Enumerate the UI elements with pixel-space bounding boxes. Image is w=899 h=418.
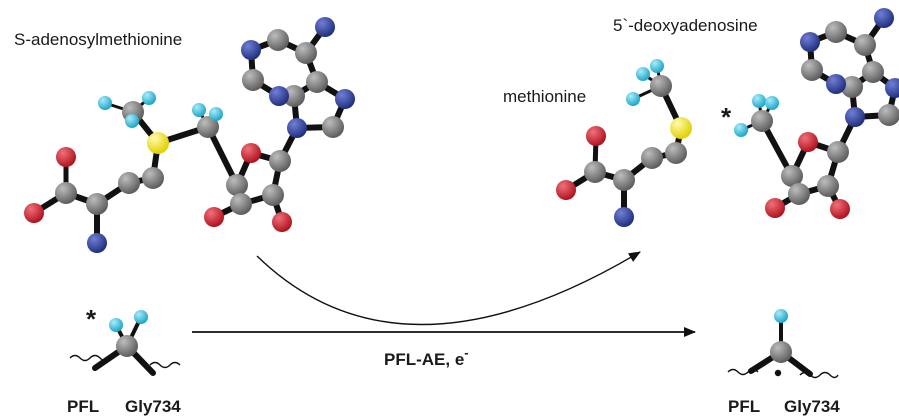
hydrogen-atom <box>650 59 664 73</box>
carbon-atom <box>827 141 849 163</box>
carbon-atom <box>55 182 77 204</box>
label-gly-right: Gly734 <box>784 397 840 416</box>
oxygen-atom <box>765 198 785 218</box>
nitrogen-atom <box>315 17 335 37</box>
star-marker-left: * <box>86 304 97 334</box>
wavy-bond-left-2 <box>149 361 181 369</box>
carbon-atom <box>841 76 863 98</box>
carbon-atom <box>650 75 672 97</box>
hydrogen-atom <box>774 309 788 323</box>
glycine-radical-precursor <box>92 310 156 376</box>
carbon-atom <box>197 116 219 138</box>
carbon-atom <box>781 165 803 187</box>
carbon-atom <box>751 110 773 132</box>
carbon-atom <box>242 69 264 91</box>
hydrogen-atom <box>109 318 123 332</box>
carbon-atom <box>613 169 635 191</box>
carbon-atom <box>788 183 810 205</box>
oxygen-atom <box>204 207 224 227</box>
oxygen-atom <box>241 143 261 163</box>
star-marker-right: * <box>721 102 732 132</box>
oxygen-atom <box>272 212 292 232</box>
nitrogen-atom <box>614 207 634 227</box>
hydrogen-atom <box>636 67 650 81</box>
label-deoxyadenosine: 5`-deoxyadenosine <box>613 16 758 35</box>
reaction-arrow-curved <box>256 251 641 326</box>
carbon-atom <box>295 42 317 64</box>
hydrogen-atom <box>209 107 223 121</box>
hydrogen-atom <box>134 310 148 324</box>
nitrogen-atom <box>335 89 355 109</box>
deoxyadenosine-molecule <box>734 8 899 219</box>
sulfur-atom <box>670 117 692 139</box>
hydrogen-atom <box>626 92 640 106</box>
carbon-atom <box>665 142 687 164</box>
carbon-atom <box>230 193 252 215</box>
wavy-bond-right-2 <box>799 371 839 379</box>
nitrogen-atom <box>826 74 846 94</box>
carbon-atom <box>825 21 847 43</box>
label-pfl-left: PFL <box>67 397 99 416</box>
label-gly-left: Gly734 <box>125 397 181 416</box>
hydrogen-atom <box>765 96 779 110</box>
carbon-atom <box>226 174 248 196</box>
carbon-atom <box>86 193 108 215</box>
nitrogen-atom <box>800 32 820 52</box>
label-sam: S-adenosylmethionine <box>14 30 182 49</box>
carbon-atom <box>584 161 606 183</box>
nitrogen-atom <box>885 78 899 98</box>
carbon-atom <box>854 34 876 56</box>
carbon-atom <box>269 150 291 172</box>
carbon-atom <box>641 147 663 169</box>
oxygen-atom <box>24 203 44 223</box>
oxygen-atom <box>830 199 850 219</box>
carbon-atom <box>306 71 328 93</box>
carbon-atom <box>862 61 884 83</box>
oxygen-atom <box>586 126 606 146</box>
carbon-atom <box>801 59 823 81</box>
nitrogen-atom <box>874 8 894 28</box>
hydrogen-atom <box>734 123 748 137</box>
wavy-bond-right-1 <box>727 368 759 376</box>
radical-dot <box>774 369 782 377</box>
nitrogen-atom <box>269 86 289 106</box>
methionine-molecule <box>556 59 692 227</box>
oxygen-atom <box>798 132 818 152</box>
sam-molecule <box>24 17 355 253</box>
hydrogen-atom <box>125 114 139 128</box>
label-pfl-right: PFL <box>728 397 760 416</box>
label-enzyme: PFL-AE, e- <box>384 345 469 369</box>
carbon-atom <box>142 167 164 189</box>
oxygen-atom <box>56 147 76 167</box>
carbon-atom <box>770 341 792 363</box>
carbon-atom <box>118 172 140 194</box>
carbon-atom <box>267 29 289 51</box>
label-enzyme-text: PFL-AE, e <box>384 350 464 369</box>
carbon-atom <box>116 335 138 357</box>
hydrogen-atom <box>192 103 206 117</box>
glycine-radical <box>748 309 813 377</box>
nitrogen-atom <box>845 107 865 127</box>
nitrogen-atom <box>87 233 107 253</box>
hydrogen-atom <box>142 91 156 105</box>
carbon-atom <box>878 104 899 126</box>
carbon-atom <box>262 184 284 206</box>
label-enzyme-superscript: - <box>464 345 468 360</box>
carbon-atom <box>817 175 839 197</box>
sulfur-atom <box>147 132 169 154</box>
label-methionine: methionine <box>503 87 586 106</box>
carbon-atom <box>322 116 344 138</box>
nitrogen-atom <box>287 118 307 138</box>
wavy-bond-left-1 <box>69 354 109 362</box>
hydrogen-atom <box>98 96 112 110</box>
oxygen-atom <box>556 180 576 200</box>
nitrogen-atom <box>241 40 261 60</box>
hydrogen-atom <box>752 94 766 108</box>
carbon-atom <box>283 85 305 107</box>
